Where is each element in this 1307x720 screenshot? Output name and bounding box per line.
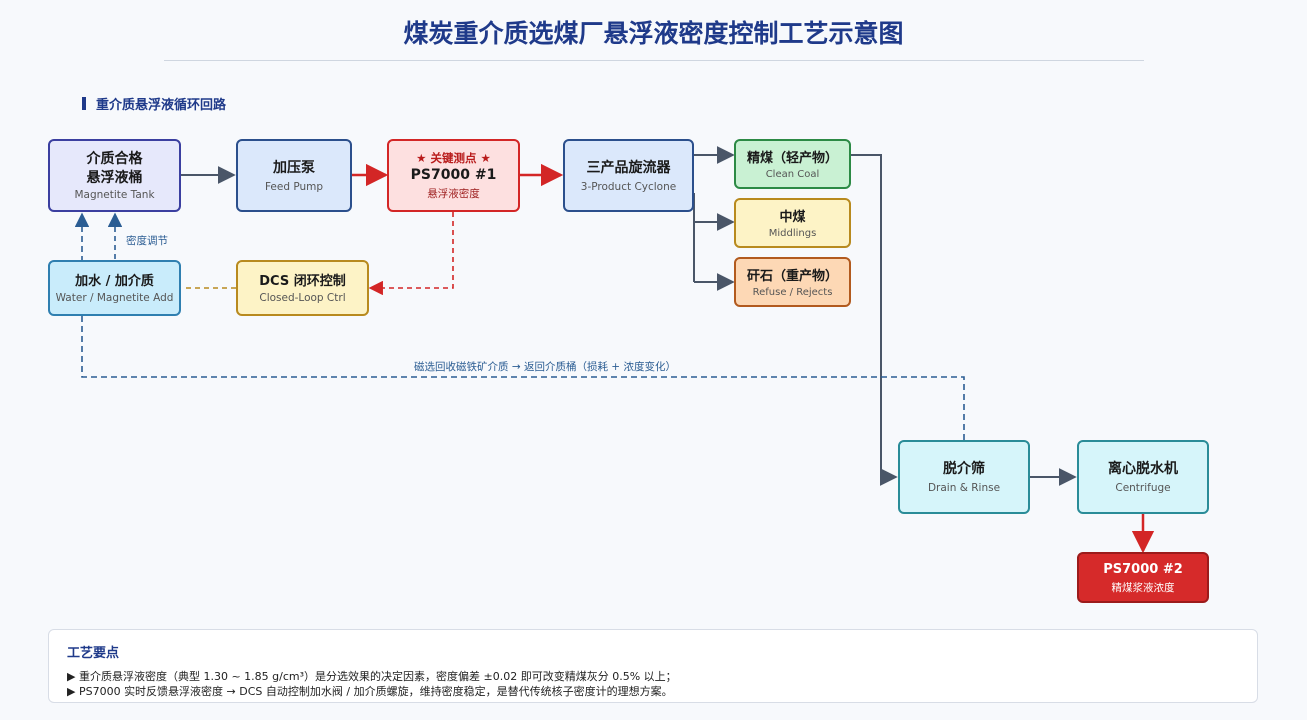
centrifuge-node: 离心脱水机 Centrifuge bbox=[1077, 440, 1209, 514]
refuse-node: 矸石（重产物） Refuse / Rejects bbox=[734, 257, 851, 307]
add-title: 加水 / 加介质 bbox=[75, 274, 154, 289]
arrow-clean-to-drain bbox=[851, 154, 898, 486]
tank-title-line1: 介质合格 bbox=[86, 151, 143, 167]
middlings-title: 中煤 bbox=[779, 209, 806, 225]
refuse-title: 矸石（重产物） bbox=[746, 268, 838, 284]
ps7000-1-node: ★ 关键测点 ★ PS7000 #1 悬浮液密度 bbox=[387, 139, 520, 212]
magnetite-tank-node: 介质合格 悬浮液桶 Magnetite Tank bbox=[48, 139, 181, 212]
cyclone-subtitle: 3-Product Cyclone bbox=[580, 180, 677, 193]
notes-line-2: ▶ PS7000 实时反馈悬浮液密度 → DCS 自动控制加水阀 / 加介质螺旋… bbox=[67, 685, 673, 698]
ps2-subtitle: 精煤浆液浓度 bbox=[1111, 582, 1175, 594]
add-subtitle: Water / Magnetite Add bbox=[55, 292, 174, 304]
pump-title: 加压泵 bbox=[273, 159, 315, 176]
cyclone-title: 三产品旋流器 bbox=[586, 159, 671, 176]
signal-ps1-to-dcs bbox=[368, 212, 454, 296]
return-loop-line bbox=[74, 212, 965, 440]
dcs-control-node: DCS 闭环控制 Closed-Loop Ctrl bbox=[236, 260, 369, 316]
density-adjust-label: 密度调节 bbox=[126, 235, 168, 247]
title-divider bbox=[164, 60, 1144, 61]
ps1-subtitle: 悬浮液密度 bbox=[427, 188, 480, 200]
clean-subtitle: Clean Coal bbox=[765, 168, 820, 180]
ps2-title: PS7000 #2 bbox=[1103, 562, 1183, 577]
middlings-node: 中煤 Middlings bbox=[734, 198, 851, 248]
ps1-tag: ★ 关键测点 ★ bbox=[416, 151, 491, 165]
drain-title: 脱介筛 bbox=[943, 461, 985, 477]
water-magnetite-add-node: 加水 / 加介质 Water / Magnetite Add bbox=[48, 260, 181, 316]
page-title: 煤炭重介质选煤厂悬浮液密度控制工艺示意图 bbox=[403, 19, 904, 48]
section-marker bbox=[82, 97, 86, 110]
cyclone-node: 三产品旋流器 3-Product Cyclone bbox=[563, 139, 694, 212]
section-label-text: 重介质悬浮液循环回路 bbox=[96, 98, 227, 113]
drain-screen-node: 脱介筛 Drain & Rinse bbox=[898, 440, 1030, 514]
dcs-subtitle: Closed-Loop Ctrl bbox=[259, 292, 346, 304]
ps7000-2-node: PS7000 #2 精煤浆液浓度 bbox=[1077, 552, 1209, 603]
notes-title: 工艺要点 bbox=[67, 646, 120, 661]
clean-title: 精煤（轻产物） bbox=[746, 150, 838, 166]
tank-title-line2: 悬浮液桶 bbox=[86, 170, 143, 186]
pump-subtitle: Feed Pump bbox=[264, 180, 324, 193]
return-loop-label: 磁选回收磁铁矿介质 → 返回介质桶（损耗 + 浓度变化） bbox=[414, 361, 676, 373]
clean-coal-node: 精煤（轻产物） Clean Coal bbox=[734, 139, 851, 189]
feed-pump-node: 加压泵 Feed Pump bbox=[236, 139, 352, 212]
tank-subtitle: Magnetite Tank bbox=[74, 189, 155, 201]
process-notes-panel: 工艺要点 ▶ 重介质悬浮液密度（典型 1.30 ~ 1.85 g/cm³）是分选… bbox=[48, 629, 1258, 703]
section-label: 重介质悬浮液循环回路 bbox=[82, 94, 226, 113]
centrifuge-title: 离心脱水机 bbox=[1108, 461, 1178, 477]
drain-subtitle: Drain & Rinse bbox=[927, 482, 1001, 494]
centrifuge-subtitle: Centrifuge bbox=[1115, 482, 1171, 494]
refuse-subtitle: Refuse / Rejects bbox=[752, 286, 833, 298]
ps1-title: PS7000 #1 bbox=[410, 167, 497, 183]
dcs-title: DCS 闭环控制 bbox=[259, 274, 346, 289]
middlings-subtitle: Middlings bbox=[768, 227, 817, 239]
notes-line-1: ▶ 重介质悬浮液密度（典型 1.30 ~ 1.85 g/cm³）是分选效果的决定… bbox=[67, 670, 677, 683]
